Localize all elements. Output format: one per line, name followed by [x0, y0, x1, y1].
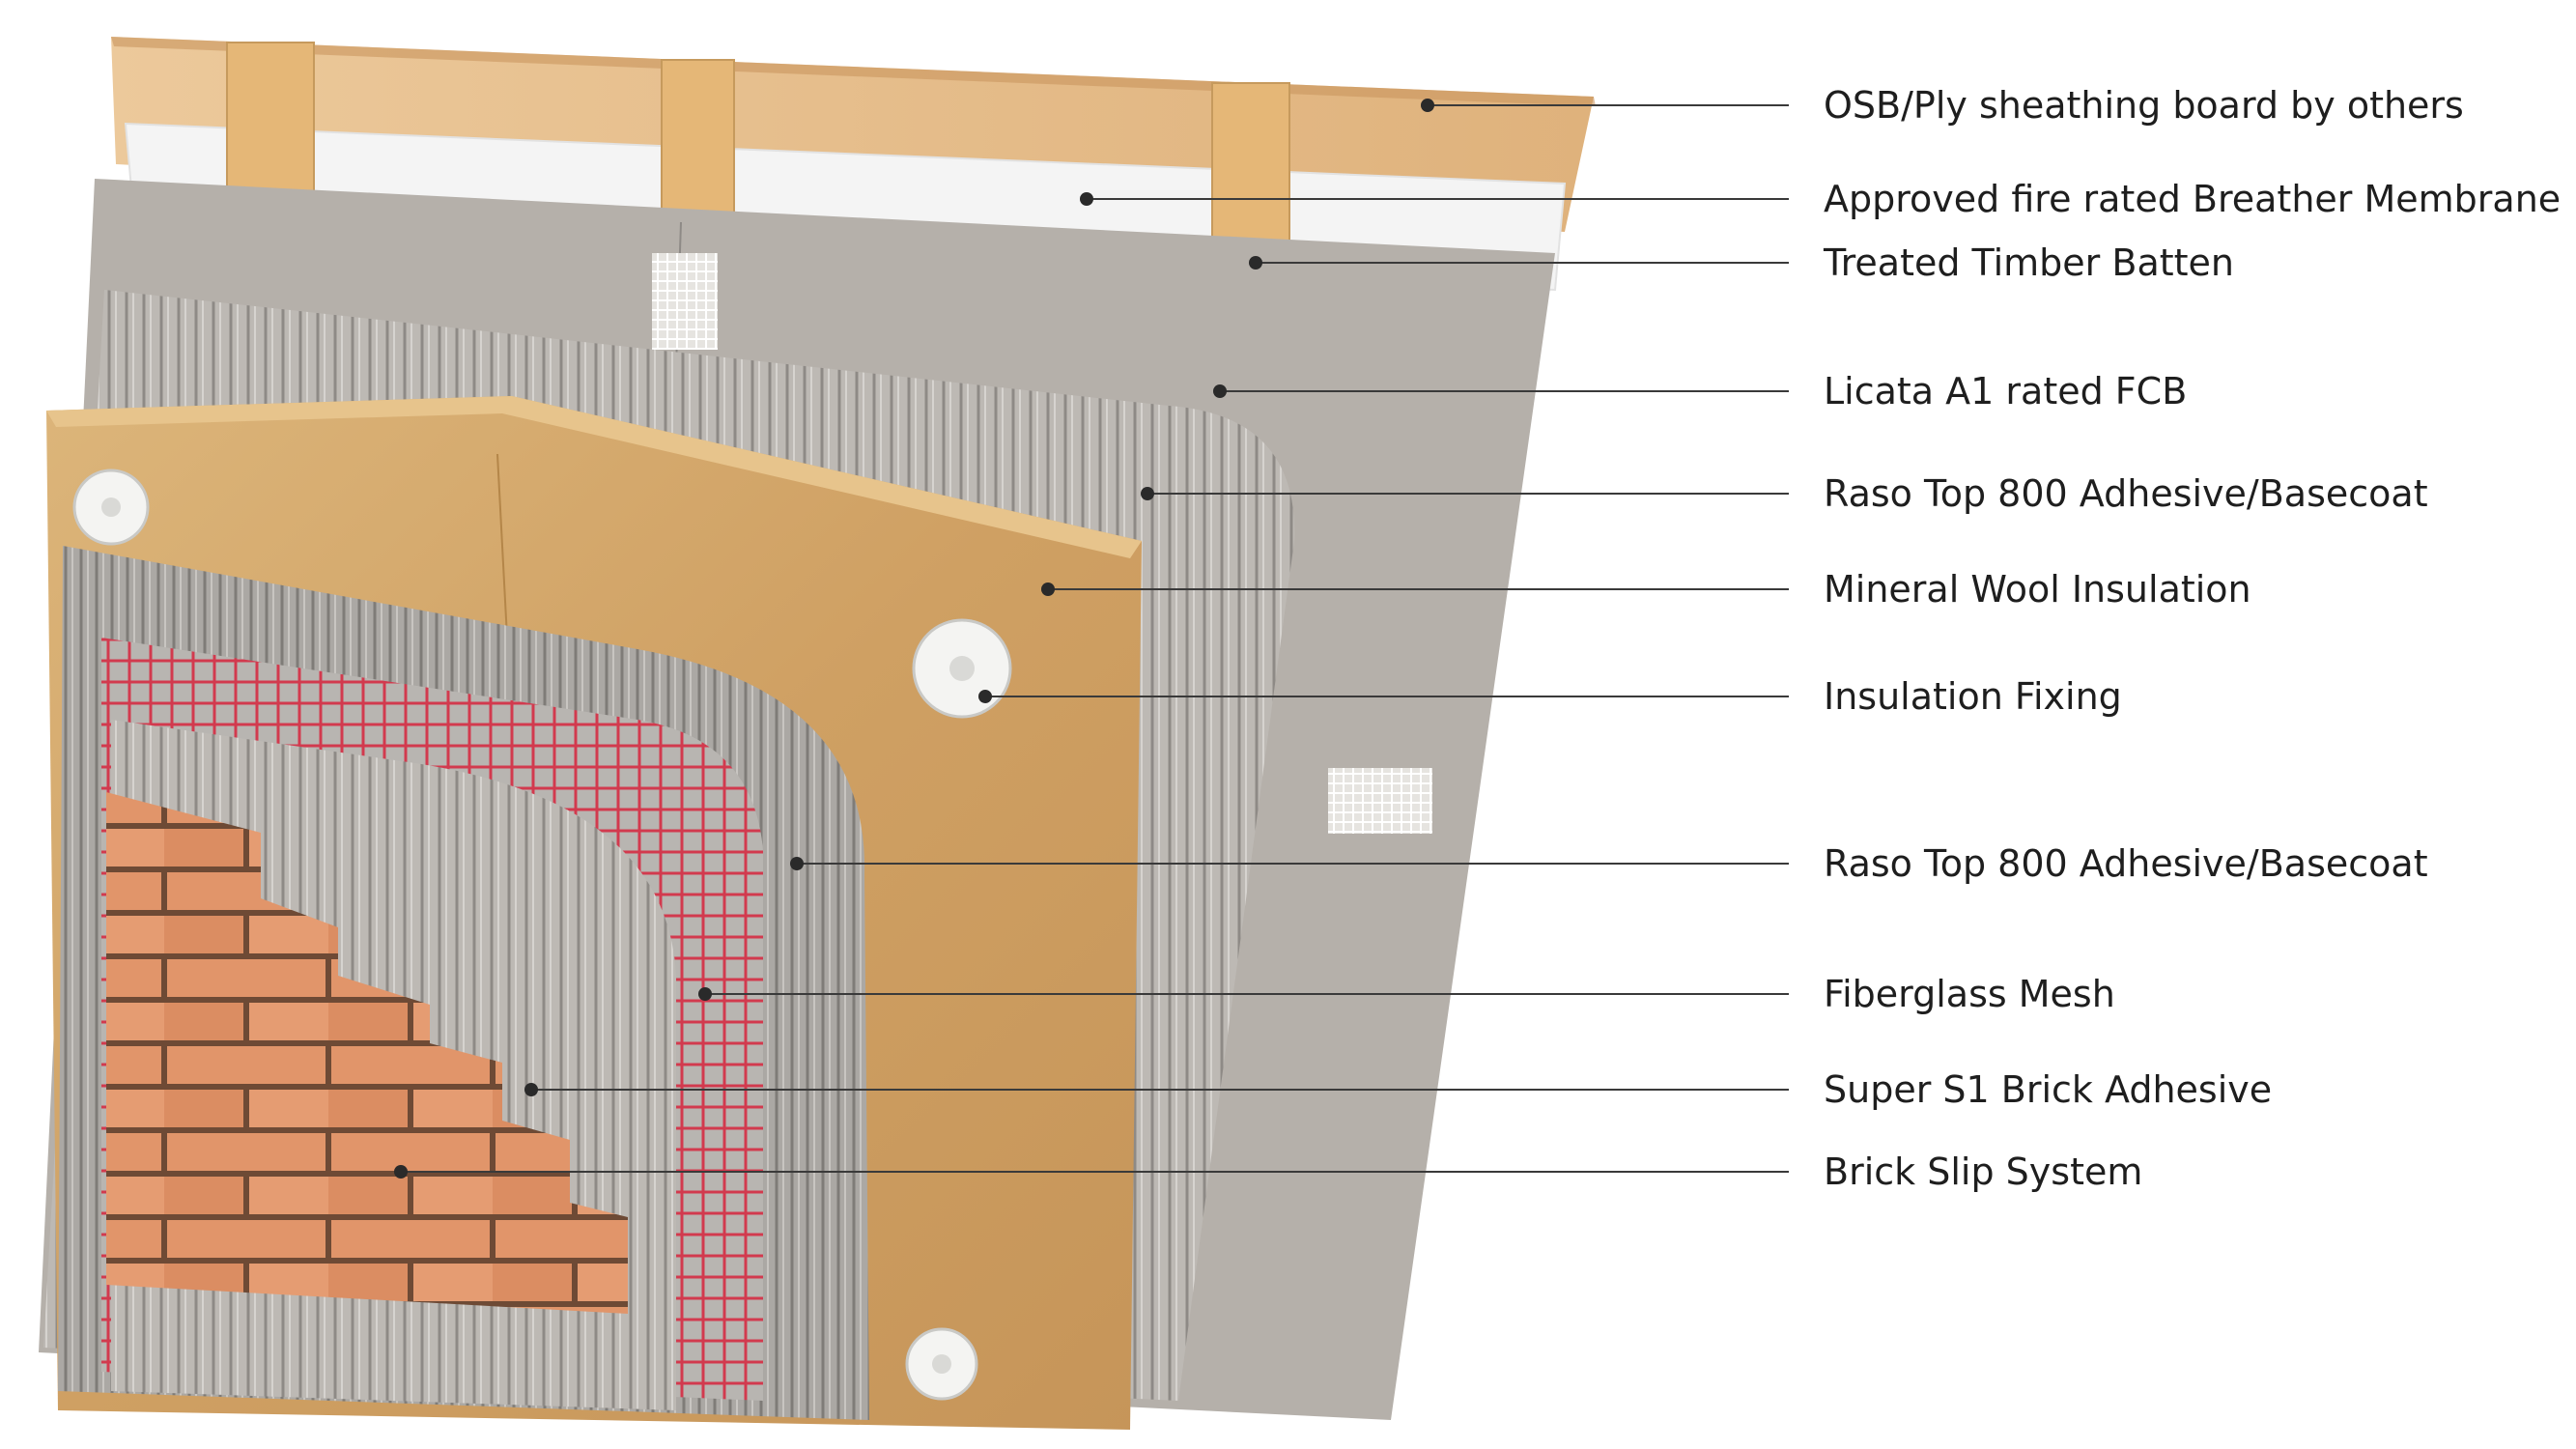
leader-basecoat-2 — [790, 857, 1789, 870]
fcb-joint-mesh-top — [652, 253, 718, 350]
leader-basecoat-1 — [1141, 487, 1789, 500]
leader-brick-slip — [394, 1165, 1789, 1179]
label-licata-fcb: Licata A1 rated FCB — [1824, 370, 2188, 412]
mineral-wool-top-face — [46, 396, 1142, 558]
insulation-fixing-2 — [912, 618, 1012, 719]
label-adhesive-basecoat-2: Raso Top 800 Adhesive/Basecoat — [1824, 842, 2428, 885]
leader-mineral-wool — [1041, 582, 1789, 596]
leader-breather — [1080, 192, 1789, 206]
label-insulation-fixing: Insulation Fixing — [1824, 675, 2122, 718]
label-adhesive-basecoat-1: Raso Top 800 Adhesive/Basecoat — [1824, 472, 2428, 515]
leader-mesh — [698, 987, 1789, 1001]
fcb-joint-mesh-right — [1328, 768, 1432, 834]
leader-fixing — [978, 690, 1789, 703]
leader-brick-adhesive — [524, 1083, 1789, 1096]
leader-osb — [1421, 99, 1789, 112]
label-mineral-wool: Mineral Wool Insulation — [1824, 568, 2251, 611]
label-timber-batten: Treated Timber Batten — [1824, 242, 2234, 284]
mineral-wool-joint — [496, 453, 508, 639]
leader-batten — [1249, 256, 1789, 270]
label-osb-sheathing: OSB/Ply sheathing board by others — [1824, 84, 2464, 127]
leader-lines — [394, 99, 1789, 1179]
label-brick-slip: Brick Slip System — [1824, 1151, 2143, 1193]
insulation-fixing-3 — [905, 1327, 978, 1401]
label-breather-membrane: Approved fire rated Breather Membrane — [1824, 178, 2562, 220]
brick-slip-system — [106, 792, 628, 1314]
insulation-fixing-1 — [72, 469, 150, 546]
leader-fcb — [1213, 384, 1789, 398]
timber-batten-2 — [661, 59, 735, 235]
label-brick-adhesive: Super S1 Brick Adhesive — [1824, 1068, 2273, 1111]
label-fiberglass-mesh: Fiberglass Mesh — [1824, 973, 2115, 1015]
